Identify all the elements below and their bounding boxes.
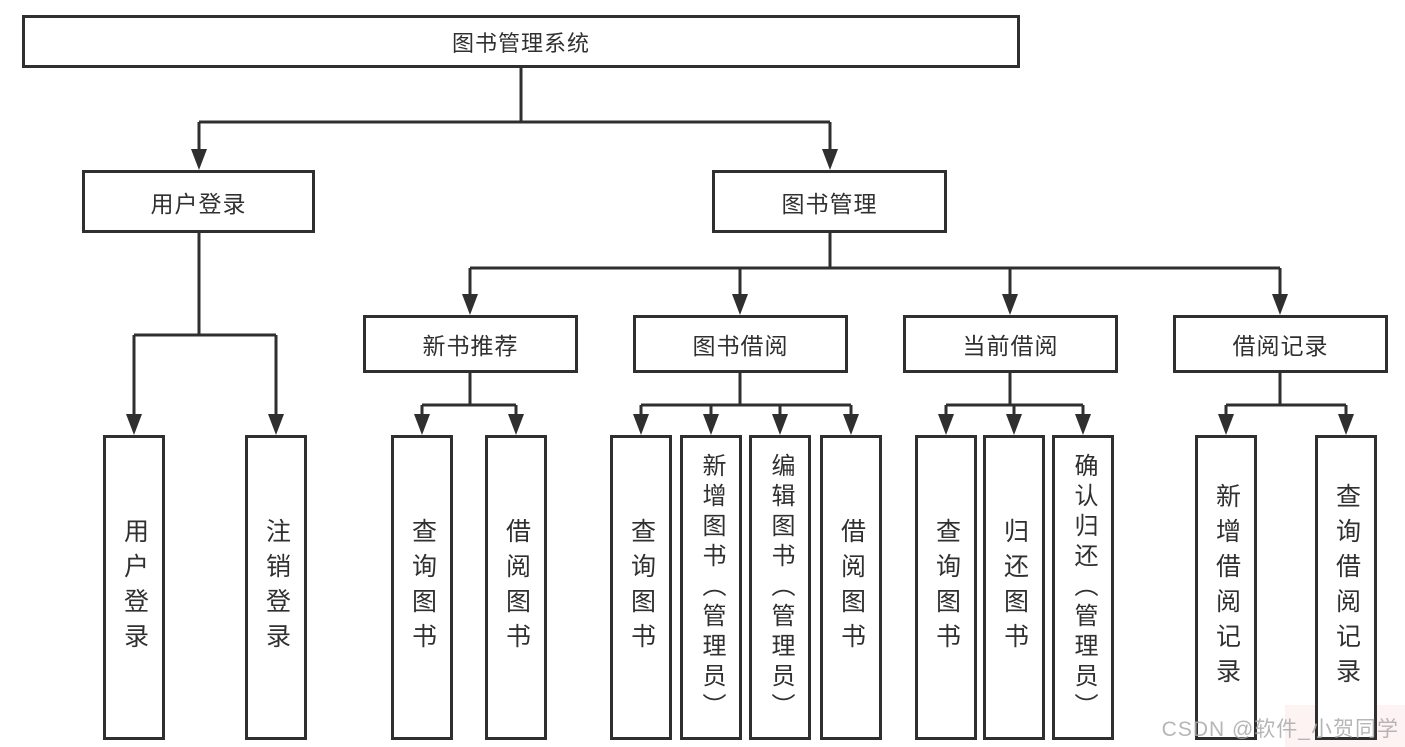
node-root-library-system: 图书管理系统 [22,15,1020,68]
leaf-add-borrow-record: 新增借阅记录 [1195,435,1257,740]
arrow-down-icon [772,414,788,435]
arrow-down-icon [938,414,954,435]
node-label: 借阅图书 [837,517,866,658]
connector-current-to-leaves [944,373,1085,416]
arrow-down-icon [633,414,649,435]
arrow-down-icon [126,414,142,435]
leaf-borrow-book: 借阅图书 [820,435,882,740]
node-label: 用户登录 [150,190,247,217]
node-book-management: 图书管理 [712,170,947,233]
leaf-query-book-recommend: 查询图书 [391,435,453,740]
arrow-down-icon [732,294,748,315]
node-label: 注销登录 [262,517,291,658]
node-current-borrowing: 当前借阅 [903,315,1118,373]
node-label: 确认归还（管理员） [1070,452,1097,723]
connector-records-to-leaves [1224,373,1348,416]
arrow-down-icon [822,149,838,170]
node-label: 查询图书 [408,517,437,658]
arrow-down-icon [1075,414,1091,435]
node-label: 归还图书 [1000,517,1029,658]
leaf-return-book: 归还图书 [983,435,1045,740]
arrow-down-icon [1218,414,1234,435]
node-book-borrowing: 图书借阅 [633,315,848,373]
csdn-watermark: CSDN @软件_小贺同学 [1161,718,1399,741]
leaf-add-book-admin: 新增图书（管理员） [680,435,742,740]
arrow-down-icon [191,149,207,170]
arrow-down-icon [414,414,430,435]
leaf-query-borrow-record: 查询借阅记录 [1315,435,1377,740]
node-label: 借阅图书 [502,517,531,658]
node-label: 查询图书 [932,517,961,658]
arrow-down-icon [1272,294,1288,315]
node-label: 新增借阅记录 [1212,482,1241,693]
connector-userlogin-to-leaves [132,233,278,416]
node-label: 当前借阅 [962,333,1059,359]
node-label: 用户登录 [120,517,149,658]
arrow-down-icon [1338,414,1354,435]
arrow-down-icon [843,414,859,435]
arrow-down-icon [508,414,524,435]
node-new-book-recommend: 新书推荐 [363,315,578,373]
leaf-confirm-return-admin: 确认归还（管理员） [1052,435,1114,740]
arrow-down-icon [1002,294,1018,315]
arrowheads [126,149,1354,435]
node-label: 图书管理 [781,190,878,217]
arrow-down-icon [703,414,719,435]
node-label: 借阅记录 [1232,333,1329,359]
arrow-down-icon [268,414,284,435]
connector-newbook-to-leaves [420,373,518,416]
arrow-down-icon [1006,414,1022,435]
node-label: 新增图书（管理员） [698,452,725,723]
leaf-edit-book-admin: 编辑图书（管理员） [749,435,811,740]
leaf-query-book-borrow: 查询图书 [610,435,672,740]
node-label: 查询借阅记录 [1332,482,1361,693]
arrow-down-icon [462,294,478,315]
node-label: 编辑图书（管理员） [767,452,794,723]
leaf-user-login: 用户登录 [103,435,165,740]
node-borrowing-records: 借阅记录 [1173,315,1388,373]
leaf-query-book-current: 查询图书 [915,435,977,740]
connector-root-to-level2 [197,68,832,152]
node-label: 图书管理系统 [451,30,590,56]
connector-borrow-to-leaves [639,373,853,416]
node-label: 查询图书 [627,517,656,658]
leaf-borrow-book-recommend: 借阅图书 [485,435,547,740]
node-label: 图书借阅 [692,333,789,359]
node-label: 新书推荐 [422,333,519,359]
leaf-logout: 注销登录 [245,435,307,740]
connector-bookmgmt-to-level3 [468,233,1282,296]
node-user-login: 用户登录 [82,170,315,233]
